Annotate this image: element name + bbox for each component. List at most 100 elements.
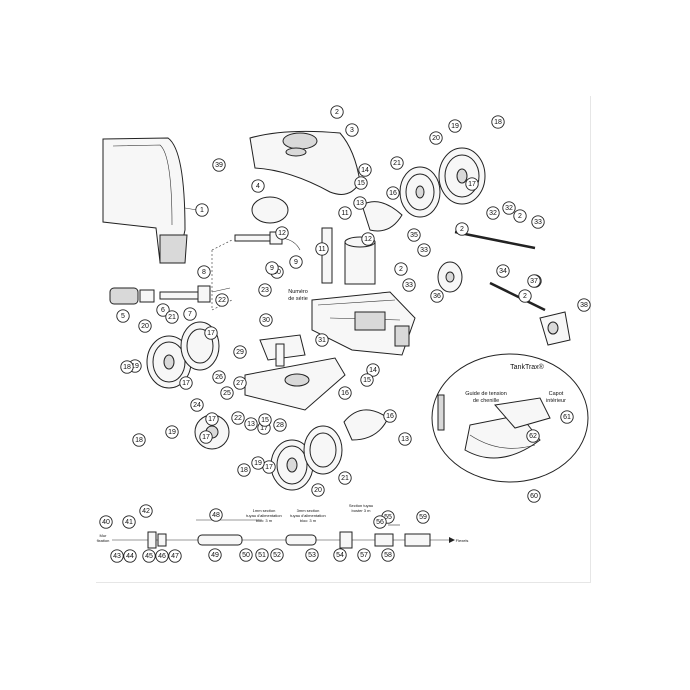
callout-40: 40 bbox=[99, 515, 113, 529]
svg-text:5: 5 bbox=[121, 313, 125, 320]
callout-29: 29 bbox=[233, 345, 247, 359]
svg-text:33: 33 bbox=[534, 219, 542, 226]
svg-text:26: 26 bbox=[215, 374, 223, 381]
svg-text:9: 9 bbox=[294, 259, 298, 266]
callout-58: 58 bbox=[381, 548, 395, 562]
callout-20: 20 bbox=[311, 483, 325, 497]
callout-47: 47 bbox=[168, 549, 182, 563]
svg-text:37: 37 bbox=[530, 278, 538, 285]
svg-text:12: 12 bbox=[364, 236, 372, 243]
callout-43: 43 bbox=[110, 549, 124, 563]
svg-text:17: 17 bbox=[468, 181, 476, 188]
callout-17: 17 bbox=[465, 177, 479, 191]
callout-12: 12 bbox=[275, 226, 289, 240]
callout-37: 37 bbox=[527, 274, 541, 288]
wheel-bottom-right-inner bbox=[303, 425, 343, 475]
callout-13: 13 bbox=[398, 432, 412, 446]
svg-text:18: 18 bbox=[494, 119, 502, 126]
svg-text:42: 42 bbox=[142, 508, 150, 515]
svg-text:19: 19 bbox=[131, 363, 139, 370]
svg-text:15: 15 bbox=[357, 180, 365, 187]
callout-3: 3 bbox=[345, 123, 359, 137]
callout-32: 32 bbox=[502, 201, 516, 215]
svg-text:2: 2 bbox=[523, 293, 527, 300]
callout-9: 9 bbox=[265, 261, 279, 275]
svg-text:8: 8 bbox=[202, 269, 206, 276]
svg-text:55: 55 bbox=[384, 514, 392, 521]
svg-text:11: 11 bbox=[318, 246, 325, 253]
callout-57: 57 bbox=[357, 548, 371, 562]
svg-text:7: 7 bbox=[188, 311, 192, 318]
callout-15: 15 bbox=[360, 373, 374, 387]
callout-51: 51 bbox=[255, 548, 269, 562]
callout-12: 12 bbox=[361, 232, 375, 246]
svg-text:13: 13 bbox=[247, 421, 255, 428]
callout-60: 60 bbox=[527, 489, 541, 503]
sweep-cover-top bbox=[361, 201, 403, 232]
chassis bbox=[311, 291, 416, 356]
callout-17: 17 bbox=[204, 326, 218, 340]
callout-33: 33 bbox=[402, 278, 416, 292]
svg-text:39: 39 bbox=[215, 162, 223, 169]
svg-text:20: 20 bbox=[141, 323, 149, 330]
callout-18: 18 bbox=[237, 463, 251, 477]
svg-text:40: 40 bbox=[102, 519, 110, 526]
svg-text:3: 3 bbox=[350, 127, 354, 134]
hose-assembly bbox=[109, 285, 231, 305]
svg-text:48: 48 bbox=[212, 512, 220, 519]
svg-text:49: 49 bbox=[211, 552, 219, 559]
svg-text:2: 2 bbox=[518, 213, 522, 220]
svg-text:19: 19 bbox=[451, 123, 459, 130]
callout-21: 21 bbox=[165, 310, 179, 324]
callout-24: 24 bbox=[190, 398, 204, 412]
callout-52: 52 bbox=[270, 548, 284, 562]
callout-50: 50 bbox=[239, 548, 253, 562]
callout-4: 4 bbox=[251, 179, 265, 193]
svg-text:9: 9 bbox=[270, 265, 274, 272]
callout-36: 36 bbox=[430, 289, 444, 303]
callout-45: 45 bbox=[142, 549, 156, 563]
callout-23: 23 bbox=[258, 283, 272, 297]
svg-text:33: 33 bbox=[420, 247, 428, 254]
svg-text:46: 46 bbox=[158, 553, 166, 560]
callout-17: 17 bbox=[262, 460, 276, 474]
svg-text:2: 2 bbox=[335, 109, 339, 116]
svg-text:35: 35 bbox=[410, 232, 418, 239]
tanktrax-detail bbox=[431, 353, 589, 483]
callout-44: 44 bbox=[123, 549, 137, 563]
svg-text:62: 62 bbox=[529, 433, 537, 440]
sprocket bbox=[437, 261, 463, 293]
callout-16: 16 bbox=[386, 186, 400, 200]
svg-text:19: 19 bbox=[168, 429, 176, 436]
svg-text:12: 12 bbox=[278, 230, 286, 237]
callout-33: 33 bbox=[417, 243, 431, 257]
hose-line bbox=[112, 519, 455, 549]
svg-text:25: 25 bbox=[223, 390, 231, 397]
body-tower bbox=[321, 227, 376, 285]
svg-text:19: 19 bbox=[254, 460, 262, 467]
svg-text:18: 18 bbox=[240, 467, 248, 474]
drive-shaft bbox=[454, 230, 536, 250]
callout-62: 62 bbox=[526, 429, 540, 443]
callout-18: 18 bbox=[491, 115, 505, 129]
callout-11: 11 bbox=[338, 206, 352, 220]
svg-text:17: 17 bbox=[182, 380, 190, 387]
svg-text:57: 57 bbox=[360, 552, 368, 559]
svg-text:27: 27 bbox=[236, 380, 244, 387]
svg-text:54: 54 bbox=[336, 552, 344, 559]
callout-13: 13 bbox=[353, 196, 367, 210]
svg-text:14: 14 bbox=[369, 367, 377, 374]
svg-text:53: 53 bbox=[308, 552, 316, 559]
svg-text:28: 28 bbox=[276, 422, 284, 429]
callout-18: 18 bbox=[132, 433, 146, 447]
callout-34: 34 bbox=[496, 264, 510, 278]
callout-14: 14 bbox=[358, 163, 372, 177]
callout-15: 15 bbox=[258, 413, 272, 427]
svg-text:59: 59 bbox=[419, 514, 427, 521]
callout-6: 6 bbox=[156, 303, 170, 317]
svg-text:4: 4 bbox=[256, 183, 260, 190]
svg-text:17: 17 bbox=[265, 464, 273, 471]
turbine-housing bbox=[259, 334, 306, 367]
callout-20: 20 bbox=[429, 131, 443, 145]
